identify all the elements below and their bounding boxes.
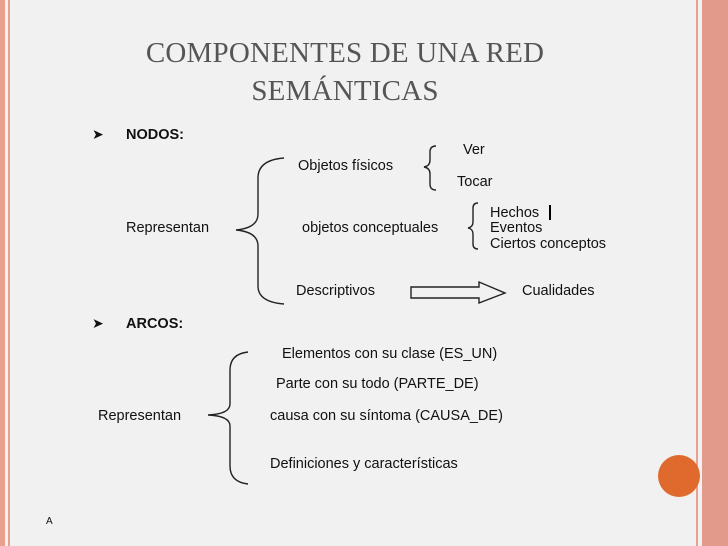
arcos-represent-label: Representan	[98, 408, 182, 424]
nodos-header: NODOS:	[126, 127, 184, 143]
nodos-brace	[235, 157, 285, 305]
cualidades-label: Cualidades	[522, 283, 595, 299]
arcos-header: ARCOS:	[126, 316, 184, 332]
right-border-line	[696, 0, 698, 546]
arcos-item: causa con su síntoma (CAUSA_DE)	[270, 408, 503, 424]
arcos-item: Definiciones y características	[270, 456, 458, 472]
slide-title: COMPONENTES DE UNA RED SEMÁNTICAS	[60, 34, 630, 110]
fisicos-item: Tocar	[457, 174, 493, 190]
right-border-stripe	[702, 0, 728, 546]
left-border-line	[8, 0, 10, 546]
title-line-1: COMPONENTES DE UNA RED	[145, 37, 545, 69]
left-border-stripe	[0, 0, 5, 546]
conceptuales-item: Ciertos conceptos	[490, 236, 607, 252]
fisicos-item: Ver	[463, 142, 485, 158]
objetos-fisicos-label: Objetos físicos	[298, 158, 394, 174]
title-line-2: SEMÁNTICAS	[251, 75, 439, 107]
conceptuales-item: Hechos	[490, 205, 540, 221]
arcos-item: Parte con su todo (PARTE_DE)	[276, 376, 479, 392]
descriptivos-label: Descriptivos	[296, 283, 375, 299]
conceptuales-item: Eventos	[490, 220, 543, 236]
accent-circle-icon	[658, 455, 700, 497]
arcos-brace	[207, 351, 249, 485]
objetos-conceptuales-label: objetos conceptuales	[302, 220, 439, 236]
conceptuales-brace	[467, 202, 479, 250]
fisicos-brace	[423, 145, 437, 191]
bullet-arrow-icon: ➤	[92, 126, 104, 142]
bullet-arrow-icon: ➤	[92, 315, 104, 331]
arrow-icon	[410, 280, 507, 305]
nodos-represent-label: Representan	[126, 220, 210, 236]
arcos-item: Elementos con su clase (ES_UN)	[282, 346, 498, 362]
footer-label: A	[46, 516, 53, 527]
